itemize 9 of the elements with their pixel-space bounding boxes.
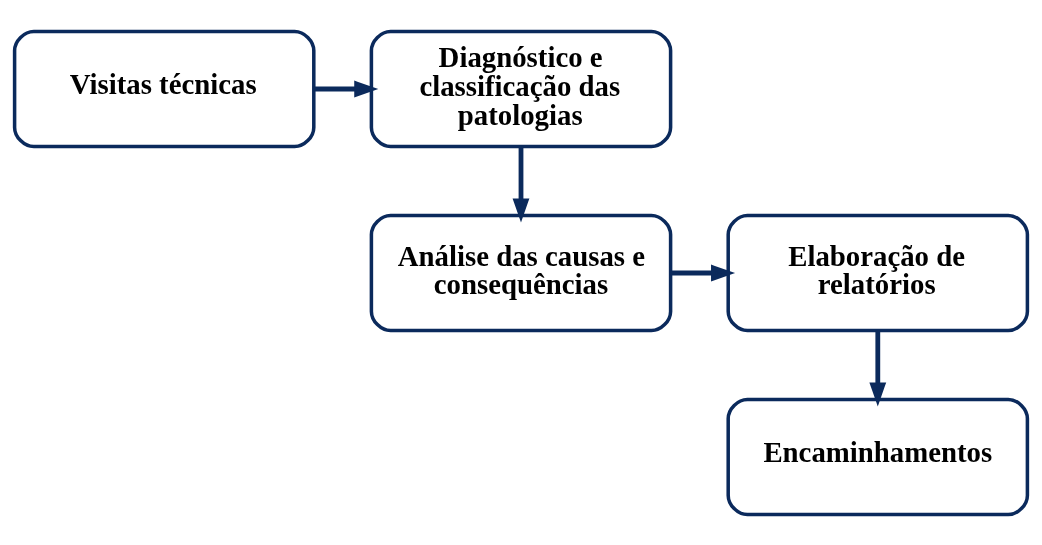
arrow	[512, 146, 530, 222]
node-box: Encaminhamentos	[726, 397, 1030, 516]
node-box: Visitas técnicas	[12, 29, 316, 148]
node-box: Diagnóstico e classificação das patologias	[369, 29, 673, 148]
node-box: Análise das causas e consequências	[369, 213, 673, 332]
arrow	[869, 330, 887, 406]
arrow	[314, 80, 379, 97]
node-box: Elaboração de relatórios	[726, 213, 1030, 332]
arrow	[670, 264, 736, 281]
